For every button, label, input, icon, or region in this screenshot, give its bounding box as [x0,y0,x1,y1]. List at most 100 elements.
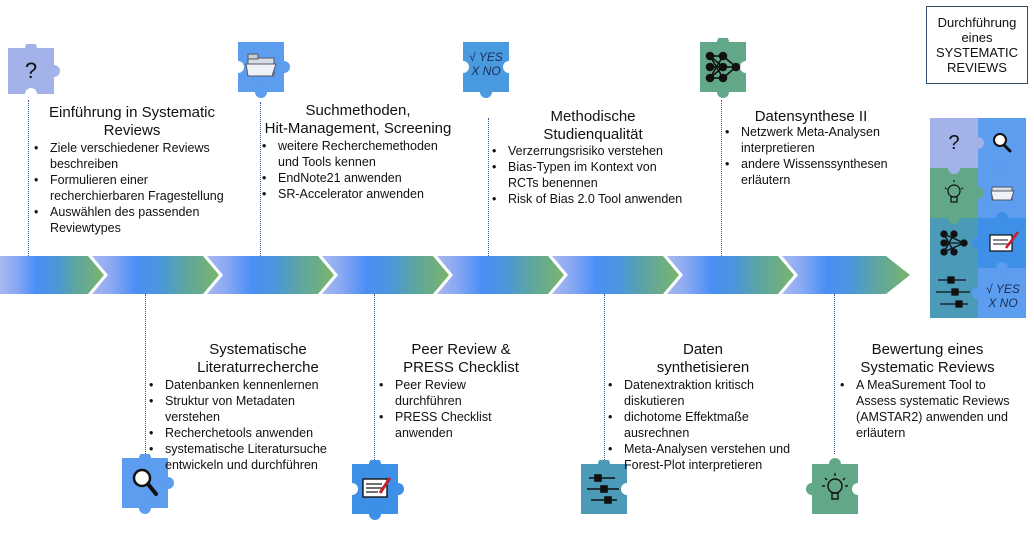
puzzle-piece-folder [234,42,290,98]
puzzle-piece-network [700,38,752,98]
bullet-item: Formulieren einer recherchierbaren Frage… [32,172,237,204]
svg-text:?: ? [25,58,37,83]
folder-icon [245,53,277,77]
bullet-item: Auswählen des passenden Reviewtypes [32,204,237,236]
title-line: Methodische [550,108,636,125]
bullet-item: Netzwerk Meta-Analysen interpretieren [723,124,898,156]
bullet-item: PRESS Checklist anwenden [377,409,507,441]
yes-label: √ YES [986,282,1020,296]
overview-title-line: Durchführung [937,15,1017,30]
puzzle-piece-question: ? [8,44,60,98]
overview-title-line: eines [961,30,993,45]
network-icon [705,51,741,83]
svg-text:?: ? [948,132,959,154]
title-line: Reviews [103,122,161,139]
module-title-peer-review: Peer Review & PRESS Checklist [386,341,536,377]
forest-plot-icon [936,276,970,308]
puzzle-piece-lightbulb [806,458,864,514]
bullet-item: EndNote21 anwenden [260,170,450,186]
bullet-item: systematische Literatursuche entwickeln … [147,441,352,473]
forest-plot-icon [587,474,619,504]
network-icon [940,230,968,256]
module-bullets-literaturrecherche: Datenbanken kennenlernen Struktur von Me… [147,377,352,473]
title-line: PRESS Checklist [403,359,519,376]
magnifier-icon [132,468,158,496]
checklist-pen-icon [362,477,392,498]
timeline-segment-3 [207,256,334,294]
bullet-item: Risk of Bias 2.0 Tool anwenden [490,191,690,207]
bullet-item: Ziele verschiedener Reviews beschreiben [32,140,237,172]
no-label: X NO [988,296,1018,310]
module-bullets-datensynthese: Netzwerk Meta-Analysen interpretieren an… [723,124,898,188]
yes-label: √ YES [469,50,503,64]
bullet-item: Verzerrungsrisiko verstehen [490,143,690,159]
checklist-pen-icon [989,231,1020,252]
module-bullets-peer-review: Peer Review durchführen PRESS Checklist … [377,377,507,441]
module-bullets-einfuehrung: Ziele verschiedener Reviews beschreiben … [32,140,237,236]
bullet-item: Peer Review durchführen [377,377,507,409]
lightbulb-icon [822,473,848,500]
title-line: Literaturrecherche [197,359,319,376]
module-title-einfuehrung: Einführung in Systematic Reviews [32,104,232,140]
title-line: Datensynthese II [754,108,868,125]
overview-title-box: Durchführung eines SYSTEMATIC REVIEWS [926,6,1028,84]
yes-no-icon: √ YES X NO [980,282,1026,310]
bullet-item: SR-Accelerator anwenden [260,186,450,202]
timeline-chevrons [0,256,910,294]
no-label: X NO [471,64,501,78]
module-title-literaturrecherche: Systematische Literaturrecherche [158,341,358,377]
connector-line [721,100,722,256]
overview-title-line: REVIEWS [947,60,1007,75]
title-line: synthetisieren [656,359,750,376]
bullet-item: A MeaSurement Tool to Assess systematic … [838,377,1018,441]
title-line: Einführung in Systematic [49,104,215,121]
connector-line [374,294,375,460]
connector-line [145,294,146,454]
title-line: Hit-Management, Screening [264,120,452,137]
puzzle-piece-checklist [346,460,404,520]
timeline-segment-5 [437,256,564,294]
bullet-item: dichotome Effektmaße ausrechnen [606,409,794,441]
timeline-segment-6 [552,256,679,294]
connector-line [28,100,29,256]
title-line: Daten [682,341,724,358]
connector-line [604,294,605,460]
module-bullets-bewertung: A MeaSurement Tool to Assess systematic … [838,377,1018,441]
magnifier-icon [993,133,1012,153]
module-title-datensynthese: Datensynthese II [736,108,886,126]
timeline-segment-7 [667,256,794,294]
timeline-arrows [0,256,910,294]
bullet-item: andere Wissenssynthesen erläutern [723,156,898,188]
module-bullets-studienqualitaet: Verzerrungsrisiko verstehen Bias-Typen i… [490,143,690,207]
timeline-segment-8 [782,256,910,294]
module-bullets-daten-synthetisieren: Datenextraktion kritisch diskutieren dic… [606,377,794,473]
timeline-segment-4 [322,256,449,294]
connector-line [488,118,489,256]
question-mark-icon: ? [948,132,959,154]
puzzle-composite: ? √ YE [930,118,1026,318]
overview-title-line: SYSTEMATIC [935,45,1019,60]
bullet-item: Datenbanken kennenlernen [147,377,352,393]
title-line: Systematic Reviews [860,359,995,376]
module-title-suchmethoden: Suchmethoden, Hit-Management, Screening [258,102,458,138]
bullet-item: weitere Recherchemethoden und Tools kenn… [260,138,450,170]
bullet-item: Struktur von Metadaten verstehen [147,393,352,425]
question-mark-icon: ? [25,58,37,83]
lightbulb-icon [944,180,964,203]
module-bullets-suchmethoden: weitere Recherchemethoden und Tools kenn… [260,138,450,202]
bullet-item: Meta-Analysen verstehen und Forest-Plot … [606,441,794,473]
bullet-item: Bias-Typen im Kontext von RCTs benennen [490,159,690,191]
title-line: Studienqualität [543,126,643,143]
title-line: Bewertung eines [871,341,984,358]
bullet-item: Datenextraktion kritisch diskutieren [606,377,794,409]
title-line: Systematische [209,341,307,358]
bullet-item: Recherchetools anwenden [147,425,352,441]
folder-icon [990,186,1015,201]
title-line: Suchmethoden, [305,102,411,119]
connector-line [834,294,835,454]
yes-no-icon: √ YES X NO [463,50,509,78]
module-title-bewertung: Bewertung eines Systematic Reviews [840,341,1015,377]
title-line: Peer Review & [411,341,511,358]
timeline-segment-2 [92,256,219,294]
module-title-daten-synthetisieren: Daten synthetisieren [628,341,778,377]
